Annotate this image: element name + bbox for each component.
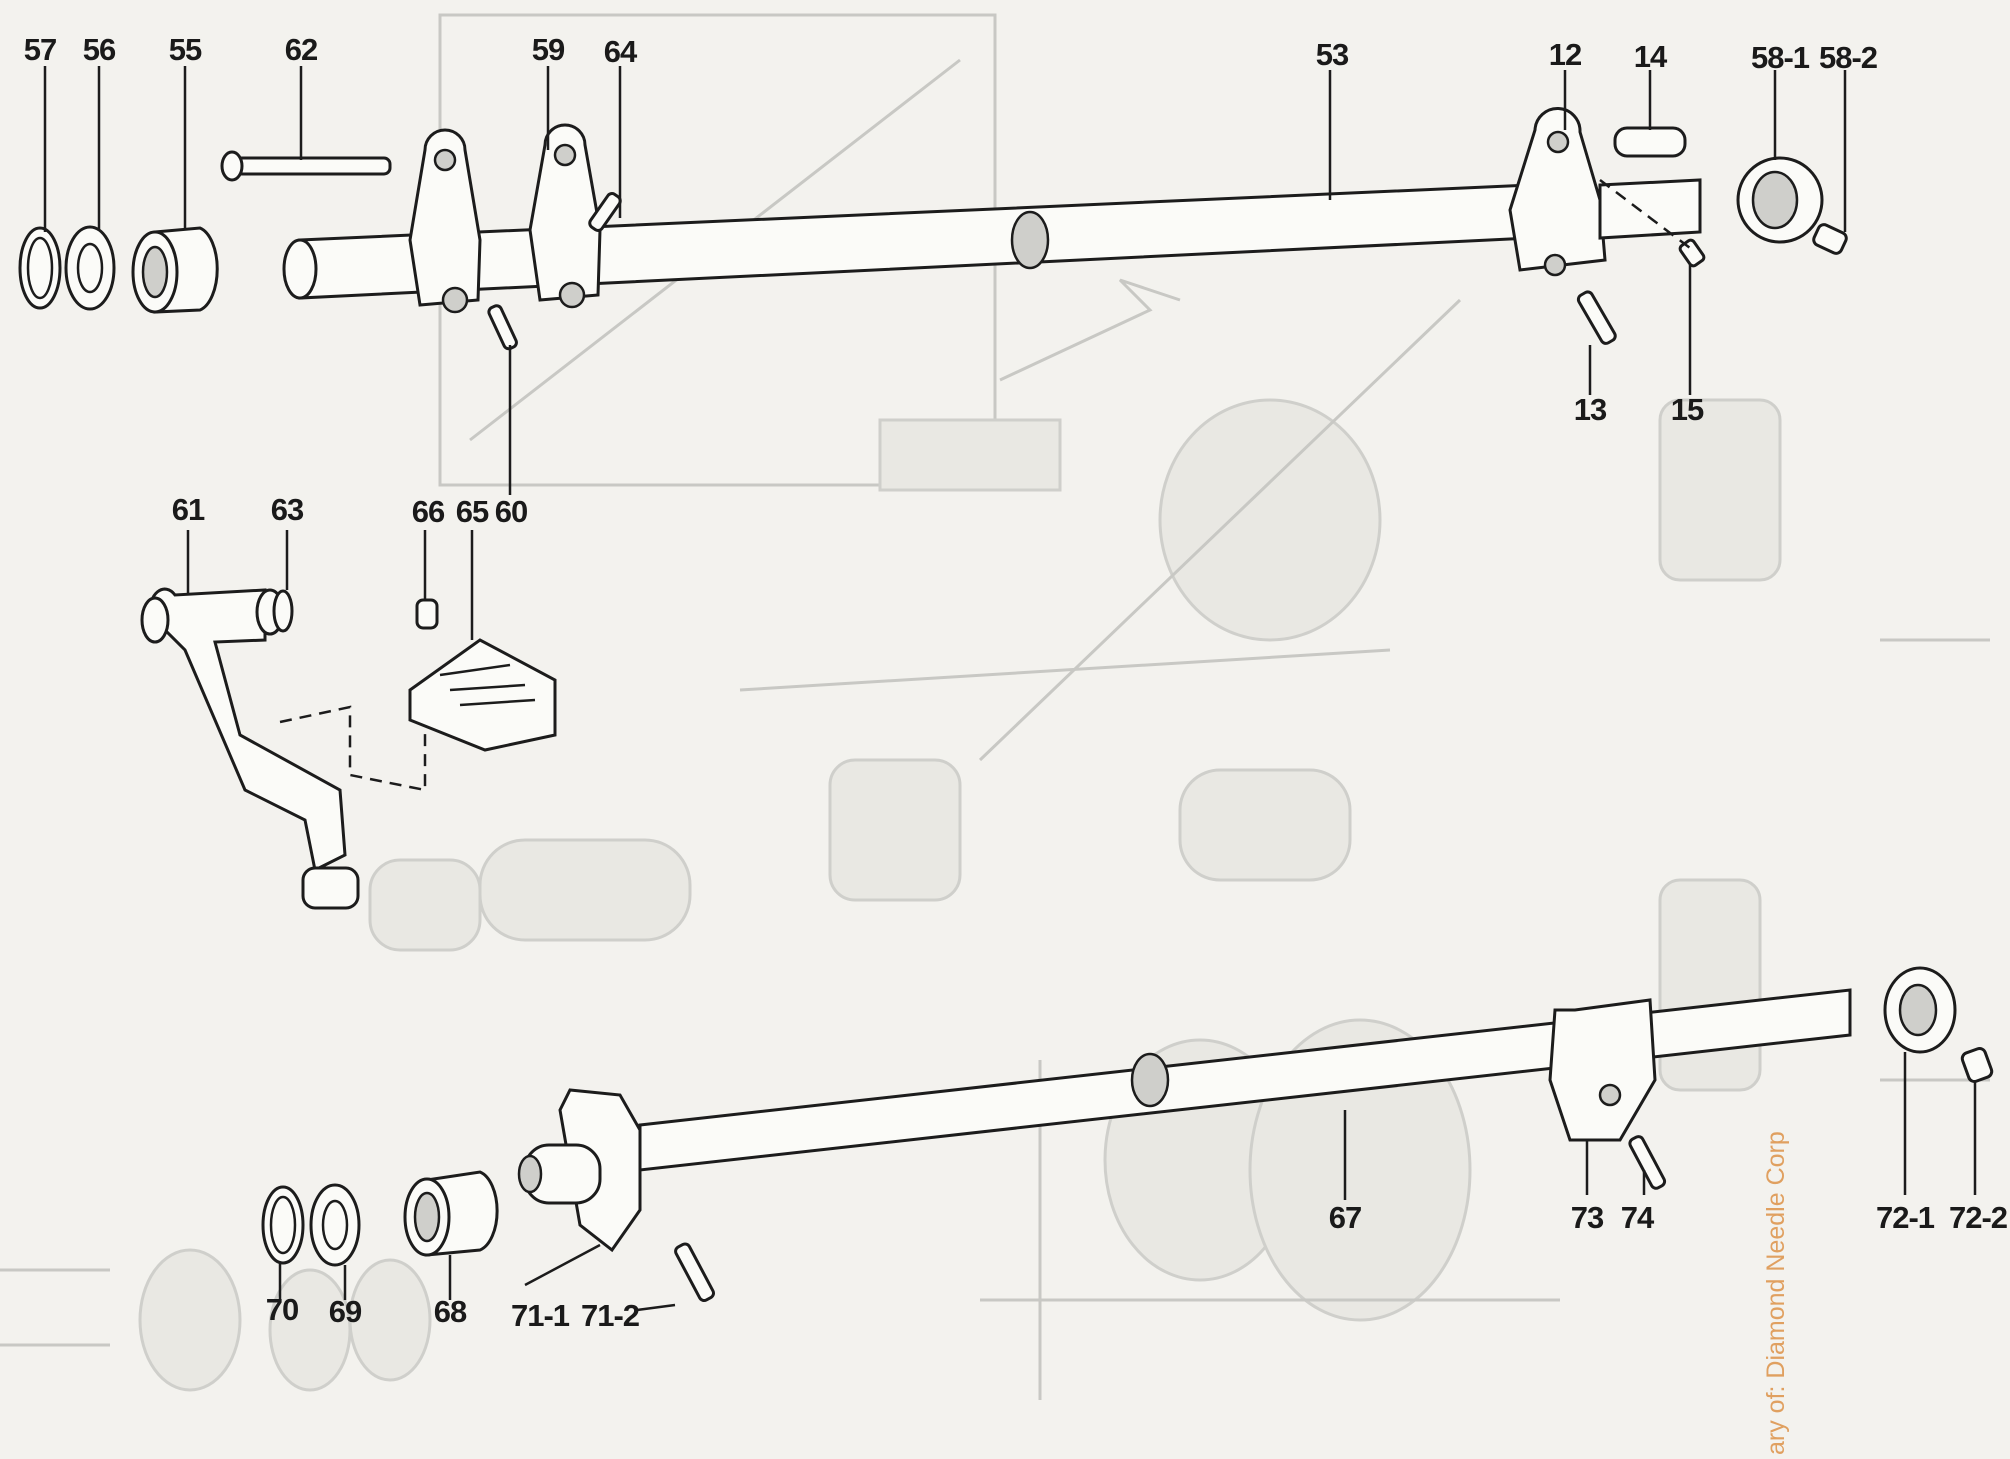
label-60: 60 [494,494,528,529]
label-64: 64 [603,34,637,69]
label-14: 14 [1633,39,1667,74]
label-71-1: 71-1 [510,1298,570,1333]
label-53: 53 [1315,37,1349,72]
label-74: 74 [1620,1200,1654,1235]
label-63: 63 [270,492,304,527]
label-70: 70 [265,1292,299,1327]
label-13: 13 [1573,392,1607,427]
label-61: 61 [171,492,205,527]
label-57: 57 [23,32,57,67]
label-59: 59 [531,32,565,67]
label-62: 62 [284,32,318,67]
upper-shaft-assembly [18,107,1848,351]
label-65: 65 [455,494,489,529]
leader-lines [43,66,1977,1312]
label-67: 67 [1328,1200,1362,1235]
label-66: 66 [411,494,445,529]
watermark-text: ary of: Diamond Needle Corp [1762,1131,1790,1455]
lower-shaft-assembly [261,966,1994,1302]
lever-assembly [140,587,557,910]
label-12: 12 [1548,37,1582,72]
label-58-2: 58-2 [1818,40,1878,75]
label-71-2: 71-2 [580,1298,640,1333]
background-ghost-drawing [0,13,1990,1400]
label-72-2: 72-2 [1948,1200,2008,1235]
label-68: 68 [433,1294,467,1329]
label-58-1: 58-1 [1750,40,1810,75]
label-55: 55 [168,32,202,67]
label-69: 69 [328,1294,362,1329]
label-15: 15 [1670,392,1704,427]
label-72-1: 72-1 [1875,1200,1935,1235]
label-56: 56 [82,32,116,67]
label-73: 73 [1570,1200,1604,1235]
